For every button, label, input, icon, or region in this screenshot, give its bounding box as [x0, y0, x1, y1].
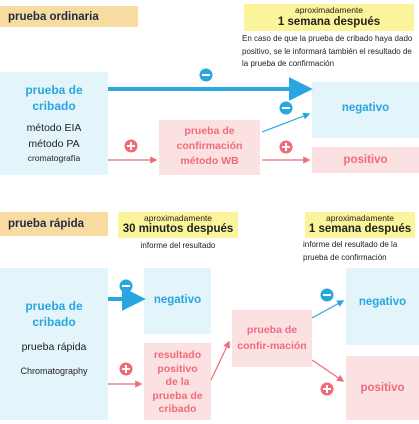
rapid-screening-title: prueba de cribado [0, 298, 108, 330]
plus-circle-icon [119, 362, 133, 376]
rapid-screening-title-line2: cribado [32, 315, 76, 329]
minus-circle-icon [119, 279, 133, 293]
screening-title-line2: cribado [32, 99, 76, 113]
confirm-report-note-line1: informe del resultado de la [303, 240, 398, 249]
confirm-rapid-line1: prueba de [246, 324, 298, 336]
confirm-rapid-line2: confir-mación [237, 340, 307, 352]
plus-circle-icon [320, 382, 334, 396]
positive-box-top [312, 147, 419, 173]
positive-result-text: resultado positivo de la prueba de criba… [144, 349, 211, 417]
rapid-test-tag: prueba rápida [0, 212, 108, 236]
negative-label-final: negativo [358, 296, 407, 308]
confirm-report-note-line2: prueba de confirmación [303, 252, 387, 262]
screening-title-line1: prueba de [25, 83, 83, 97]
result-report-note: informe del resultado [140, 241, 216, 250]
arrow-confirmation-to-positive-final [311, 359, 345, 382]
confirmation-wb-text: prueba de confirmación método WB [159, 124, 260, 169]
confirm-line1: prueba de [184, 125, 235, 137]
minus-circle-icon [199, 68, 213, 82]
positive-label-top: positivo [343, 154, 388, 166]
confirmation-box-rapid [232, 310, 312, 367]
time-big: 1 semana después [277, 15, 381, 28]
screening-title: prueba de cribado [0, 82, 108, 114]
minus-circle-icon [320, 288, 334, 302]
ordinary-test-tag: prueba ordinaria [0, 6, 138, 27]
confirm-report-note: informe del resultado de la prueba de co… [303, 239, 419, 264]
screening-box [0, 72, 108, 175]
method-chromatography: cromatografía [27, 153, 81, 163]
time-box-1-week: aproximadamente 1 semana después [244, 4, 414, 31]
time-small: aproximadamente [325, 212, 395, 223]
result-line5: cribado [158, 403, 197, 415]
time-big: 30 minutos después [122, 223, 234, 236]
positive-result-box [144, 343, 211, 420]
arrow-confirmation-to-negative [261, 112, 311, 133]
result-note: En caso de que la prueba de cribado haya… [242, 34, 413, 68]
negative-label-rapid: negativo [153, 294, 202, 306]
negative-box-rapid [144, 268, 211, 334]
result-line1: resultado [153, 349, 202, 361]
positive-label-final: positivo [360, 382, 405, 394]
time-box-30-min: aproximadamente 30 minutos después [118, 212, 238, 238]
confirm-line2: confirmación [176, 140, 243, 152]
result-line4: prueba de [152, 389, 203, 402]
method-eia: método EIA [26, 122, 82, 134]
chromatography-method: Chromatography [20, 366, 88, 376]
time-small: aproximadamente [294, 5, 364, 15]
positive-box-final [346, 356, 419, 420]
negative-box-final [346, 268, 419, 345]
confirmation-text-rapid: prueba de confir-mación [232, 322, 312, 354]
plus-circle-icon [124, 139, 138, 153]
confirmation-wb-box [159, 120, 260, 175]
rapid-screening-box [0, 268, 108, 420]
rapid-screening-title-line1: prueba de [25, 299, 83, 313]
arrow-result-to-confirmation [210, 340, 230, 381]
rapid-method: prueba rápida [21, 341, 87, 353]
result-line2: positivo [157, 362, 198, 375]
method-pa: método PA [28, 138, 80, 150]
negative-box-top [312, 82, 419, 138]
minus-circle-icon [279, 101, 293, 115]
arrow-confirmation-to-negative-final [311, 300, 345, 319]
time-small: aproximadamente [143, 212, 213, 223]
confirm-line3: método WB [180, 155, 239, 167]
negative-label-top: negativo [341, 102, 390, 114]
result-line3: de la [165, 376, 190, 388]
time-big: 1 semana después [308, 223, 412, 236]
time-box-1-week-rapid: aproximadamente 1 semana después [305, 212, 415, 238]
plus-circle-icon [279, 140, 293, 154]
